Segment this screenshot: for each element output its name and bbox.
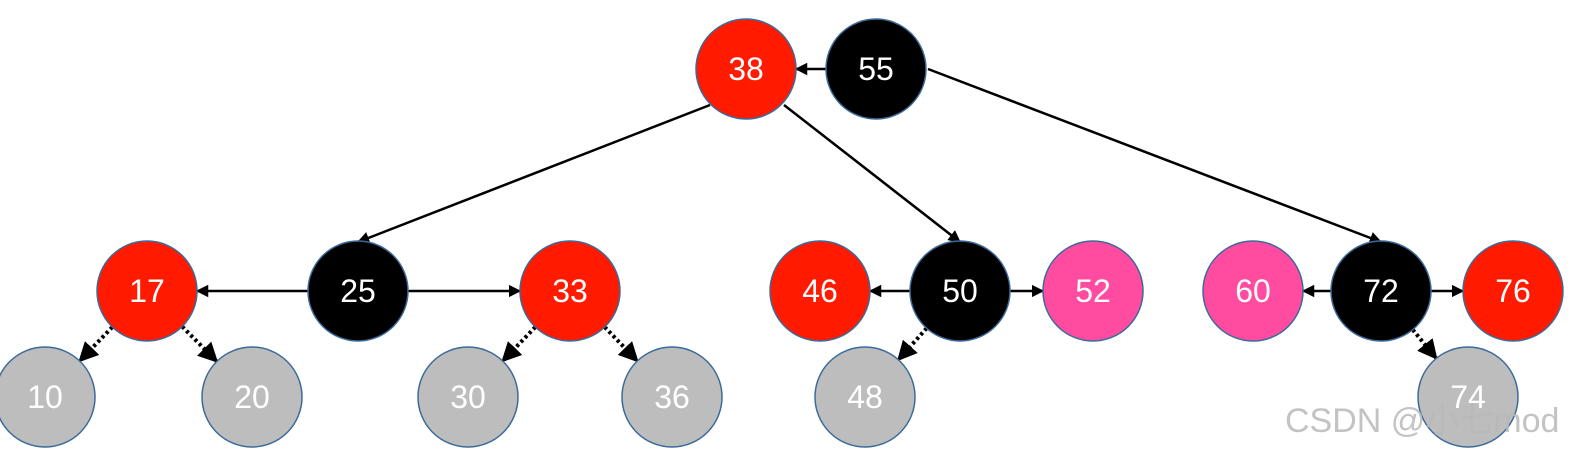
node-20: 20 — [201, 346, 303, 448]
node-33: 33 — [519, 240, 621, 342]
node-circle-30 — [417, 346, 519, 448]
edge-n50-n48 — [896, 326, 929, 362]
node-60: 60 — [1202, 240, 1304, 342]
node-label-55: 55 — [858, 51, 894, 87]
node-52: 52 — [1042, 240, 1144, 342]
node-48: 48 — [814, 346, 916, 448]
node-circle-74 — [1417, 346, 1519, 448]
edge-n55-n72 — [927, 67, 1383, 244]
node-circle-36 — [621, 346, 723, 448]
node-label-46: 46 — [802, 273, 838, 309]
node-label-25: 25 — [340, 273, 376, 309]
node-circle-25 — [307, 240, 409, 342]
watermark-text: CSDN @小七mod — [1285, 402, 1559, 440]
nodes-layer: 38 55 17 25 33 46 50 52 60 72 76 10 20 30 36 48 74 — [0, 18, 1564, 448]
edge-n72-n74 — [1411, 328, 1438, 360]
node-circle-48 — [814, 346, 916, 448]
node-50: 50 — [909, 240, 1011, 342]
node-30: 30 — [417, 346, 519, 448]
node-10: 10 — [0, 346, 96, 448]
node-label-74: 74 — [1450, 379, 1486, 415]
node-circle-76 — [1462, 240, 1564, 342]
node-25: 25 — [307, 240, 409, 342]
node-label-76: 76 — [1495, 273, 1531, 309]
node-circle-52 — [1042, 240, 1144, 342]
edges-layer — [78, 62, 1465, 363]
node-label-17: 17 — [129, 273, 165, 309]
node-label-60: 60 — [1235, 273, 1271, 309]
node-circle-10 — [0, 346, 96, 448]
node-circle-72 — [1330, 240, 1432, 342]
node-label-48: 48 — [847, 379, 883, 415]
node-circle-33 — [519, 240, 621, 342]
node-circle-60 — [1202, 240, 1304, 342]
edge-n33-n36 — [603, 325, 639, 363]
node-55: 55 — [825, 18, 927, 120]
node-17: 17 — [96, 240, 198, 342]
node-46: 46 — [769, 240, 871, 342]
node-label-30: 30 — [450, 379, 486, 415]
node-circle-38 — [695, 18, 797, 120]
node-36: 36 — [621, 346, 723, 448]
node-label-10: 10 — [27, 379, 63, 415]
node-74: 74 — [1417, 346, 1519, 448]
node-76: 76 — [1462, 240, 1564, 342]
edge-n17-n10 — [78, 325, 114, 363]
node-38: 38 — [695, 18, 797, 120]
node-circle-46 — [769, 240, 871, 342]
node-label-50: 50 — [942, 273, 978, 309]
node-72: 72 — [1330, 240, 1432, 342]
node-label-36: 36 — [654, 379, 690, 415]
node-label-20: 20 — [234, 379, 270, 415]
edge-n33-n30 — [501, 325, 537, 363]
node-circle-17 — [96, 240, 198, 342]
node-label-38: 38 — [728, 51, 764, 87]
edge-n38-n50 — [783, 104, 961, 243]
node-circle-50 — [909, 240, 1011, 342]
node-label-72: 72 — [1363, 273, 1399, 309]
node-circle-20 — [201, 346, 303, 448]
edge-n38-n25 — [356, 103, 711, 244]
node-circle-55 — [825, 18, 927, 120]
node-label-33: 33 — [552, 273, 588, 309]
edge-n17-n20 — [180, 325, 219, 363]
node-label-52: 52 — [1075, 273, 1111, 309]
